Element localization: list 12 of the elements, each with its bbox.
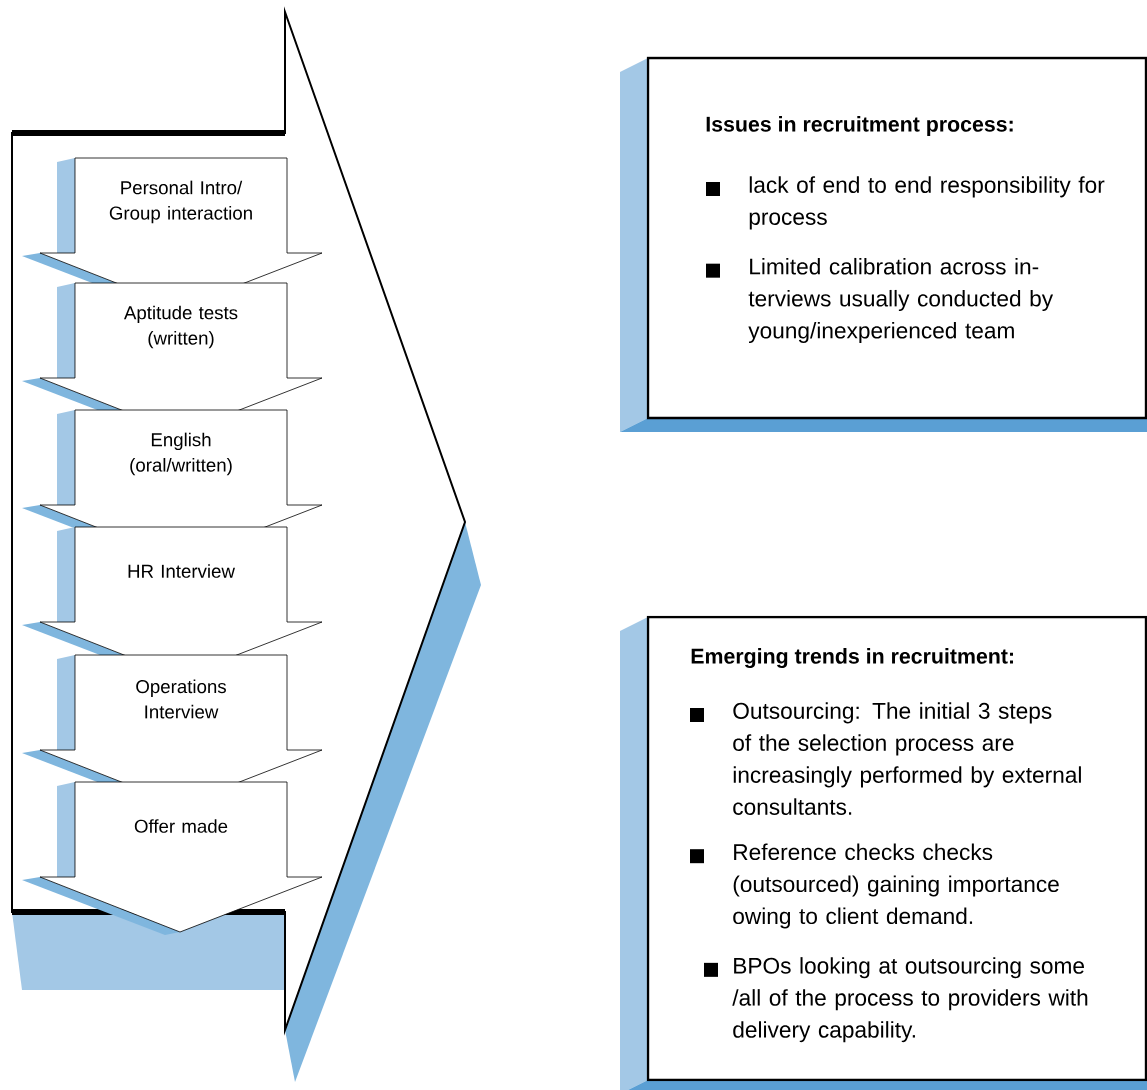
text-panel (620, 615, 1147, 1090)
panel-heading: Emerging trends in recruitment: (691, 648, 1013, 668)
bullet-text: Outsourcing: The initial 3 steps of the selection process are increasingly performed by external consultants. (733, 702, 1081, 815)
panel-heading: Issues in recruitment process: (706, 116, 1013, 136)
down-arrow-step: Operations Interview (22, 654, 323, 808)
down-arrow-step: Offer made (22, 781, 323, 935)
bullet-text: Reference checks checks (outsourced) gaining importance owing to client demand. (733, 843, 1059, 929)
down-arrow-step: HR Interview (22, 526, 323, 680)
bullet-text: lack of end to end responsibility for process (749, 176, 1105, 230)
bullet-text: Limited calibration across in-terviews usually conducted by young/inexperienced team (748, 257, 1054, 344)
bullet-text: BPOs looking at outsourcing some /all of the process to providers with delivery capability. (732, 957, 1088, 1043)
text-panel (620, 56, 1147, 432)
